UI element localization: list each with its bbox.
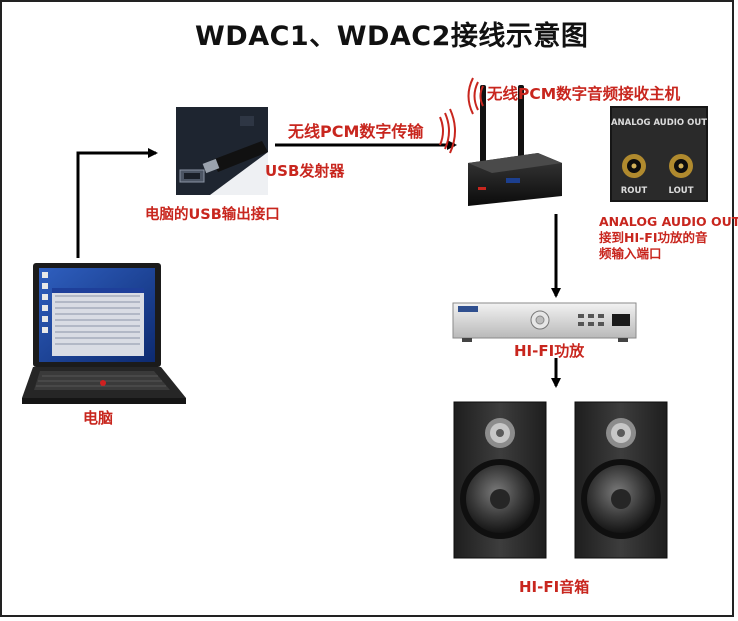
hifi-speakers-label: HI-FI音箱 [519,578,590,596]
right-speaker-image [574,401,668,559]
panel-rout-text: ROUT [621,186,648,196]
left-speaker-image [453,401,547,559]
panel-title-text: ANALOG AUDIO OUT [611,118,707,128]
arrow-laptop-to-usb [76,148,158,258]
wireless-receiver-image [468,85,562,206]
analog-audio-out-line1: ANALOG AUDIO OUT [599,214,738,229]
laptop-image [22,263,186,404]
wireless-wave-icon [439,108,456,154]
analog-audio-out-line3: 频输入端口 [599,246,662,261]
hifi-amplifier-image [452,302,637,342]
computer-label: 电脑 [83,409,114,427]
analog-audio-out-line2: 接到HI-FI功放的音 [599,230,708,245]
usb-transmitter-label: USB发射器 [265,162,345,180]
hifi-amplifier-label: HI-FI功放 [514,342,585,360]
analog-out-panel-image [610,106,708,202]
page-title: WDAC1、WDAC2接线示意图 [195,21,589,52]
receiver-label: 无线PCM数字音频接收主机 [487,85,681,103]
analog-panel-labels: ANALOG AUDIO OUT ROUT LOUT [611,118,707,196]
panel-lout-text: LOUT [668,186,693,196]
usb-transmitter-image [176,107,268,195]
wireless-pcm-transfer-label: 无线PCM数字传输 [288,122,424,141]
wireless-wave-icon [467,77,484,115]
pc-usb-port-label: 电脑的USB输出接口 [145,207,280,223]
